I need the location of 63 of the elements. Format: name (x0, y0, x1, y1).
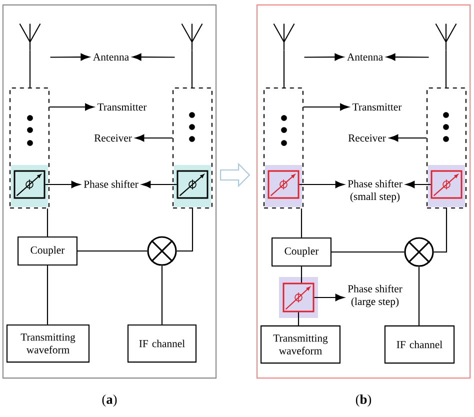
connector-line (176, 208, 194, 252)
callout-label: Phase shifter (large step) (348, 284, 402, 308)
connector-line (332, 251, 404, 253)
phase-shifter-symbol (11, 165, 48, 207)
connector-line (283, 50, 285, 88)
text-box: Transmitting waveform (260, 325, 340, 364)
phase-shifter-symbol (265, 165, 302, 207)
arrow (135, 134, 172, 142)
arrow (50, 53, 90, 61)
text-box: Coupler (18, 236, 78, 266)
callout-label: Phase shifter (small step) (348, 180, 402, 202)
callout-label: Antenna (347, 53, 383, 61)
phase-shifter-symbol (279, 277, 318, 318)
panel-caption: (a) (102, 394, 117, 407)
panel-caption: (b) (356, 394, 372, 407)
text-box: Coupler (272, 237, 332, 267)
connector-line (418, 266, 420, 326)
antenna-symbol (435, 23, 457, 51)
connector-line (300, 266, 302, 283)
connector-line (46, 266, 48, 324)
arrow (50, 103, 94, 111)
connector-line (300, 208, 302, 238)
connector-line (434, 208, 448, 253)
callout-label: Transmitter (98, 103, 147, 111)
panel-frame (2, 4, 217, 379)
phase-shifter-symbol (428, 165, 465, 207)
text-box: IF channel (127, 324, 197, 363)
arrow (386, 53, 429, 61)
arrow (304, 53, 344, 61)
phase-shifter-symbol (174, 165, 211, 207)
arrow (314, 294, 344, 302)
arrow (132, 53, 175, 61)
arrow (142, 180, 177, 188)
connector-line (445, 50, 447, 88)
antenna-symbol (181, 23, 203, 51)
connector-line (191, 50, 193, 88)
arrow (406, 180, 431, 188)
connector-line (29, 50, 31, 88)
connector-line (46, 208, 48, 236)
arrow (45, 180, 80, 188)
text-box: Transmitting waveform (6, 324, 90, 363)
connector-line (161, 266, 163, 324)
dashed-module-box (172, 87, 212, 209)
dashed-module-box (426, 87, 467, 209)
callout-label: Antenna (93, 53, 129, 61)
block-arrow (220, 162, 250, 188)
callout-label: Receiver (94, 134, 132, 142)
mixer-symbol (404, 237, 434, 267)
connector-line (78, 250, 148, 252)
callout-label: Transmitter (352, 103, 402, 111)
text-box: IF channel (384, 325, 455, 364)
arrow (299, 180, 344, 188)
panel-frame (256, 4, 471, 379)
dashed-module-box (264, 87, 304, 209)
antenna-symbol (19, 23, 41, 51)
connector-line (298, 312, 300, 326)
dashed-module-box (10, 87, 50, 209)
mixer-symbol (147, 236, 177, 266)
antenna-symbol (273, 23, 295, 51)
callout-label: Phase shifter (84, 180, 138, 188)
arrow (304, 103, 350, 111)
arrow (389, 134, 426, 142)
callout-label: Receiver (348, 134, 386, 142)
